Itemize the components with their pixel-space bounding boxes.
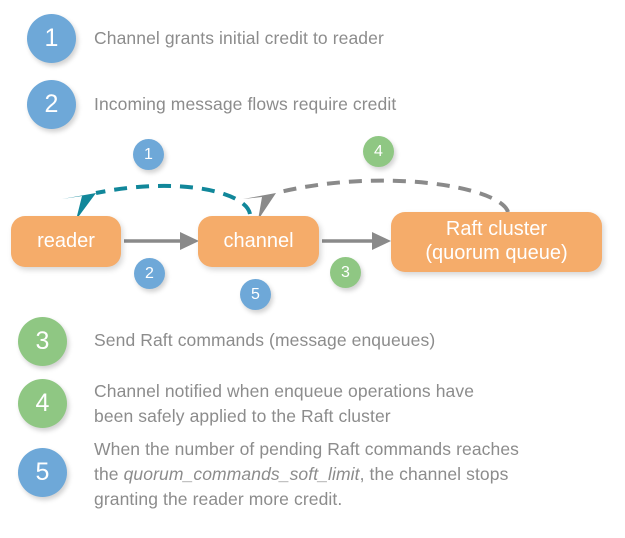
diagram-marker-4: 4 (363, 136, 394, 167)
legend-text-1: Channel grants initial credit to reader (94, 28, 384, 48)
node-reader[interactable]: reader (11, 216, 121, 267)
legend-badge-3: 3 (18, 317, 67, 366)
legend-text-4: Channel notified when enqueue operations… (94, 379, 604, 429)
diagram-marker-3: 3 (330, 257, 361, 288)
edge-raft-commands (322, 232, 391, 250)
legend-text-4-line2: been safely applied to the Raft cluster (94, 406, 391, 426)
node-raft-cluster-label-line1: Raft cluster (445, 218, 548, 241)
node-raft-cluster-label-line2: (quorum queue) (425, 242, 568, 264)
diagram-marker-2: 2 (134, 258, 165, 289)
legend-text-5-line1: When the number of pending Raft commands… (94, 439, 520, 459)
edge-credit-grant (62, 183, 252, 220)
legend-badge-2: 2 (27, 80, 76, 129)
node-channel[interactable]: channel (198, 216, 319, 267)
legend-text-5-line2-pre: the (94, 464, 124, 484)
legend-text-5-config-key: quorum_commands_soft_limit (123, 464, 360, 484)
legend-badge-1: 1 (27, 14, 76, 63)
legend-badge-4: 4 (18, 379, 67, 428)
diagram-marker-1: 1 (133, 139, 164, 170)
diagram-marker-5: 5 (240, 279, 271, 310)
legend-badge-5: 5 (18, 448, 67, 497)
legend-text-5-line3: granting the reader more credit. (94, 489, 343, 509)
node-channel-label: channel (223, 229, 294, 252)
legend-text-5-line2-post: , the channel stops (359, 464, 509, 484)
edge-message-flow (124, 232, 199, 250)
legend-text-3: Send Raft commands (message enqueues) (94, 330, 436, 350)
legend-text-2: Incoming message flows require credit (94, 94, 397, 114)
legend-text-5: When the number of pending Raft commands… (94, 437, 614, 512)
node-raft-cluster[interactable]: Raft cluster (quorum queue) (391, 212, 602, 272)
legend-text-4-line1: Channel notified when enqueue operations… (94, 381, 475, 401)
node-reader-label: reader (37, 229, 95, 252)
